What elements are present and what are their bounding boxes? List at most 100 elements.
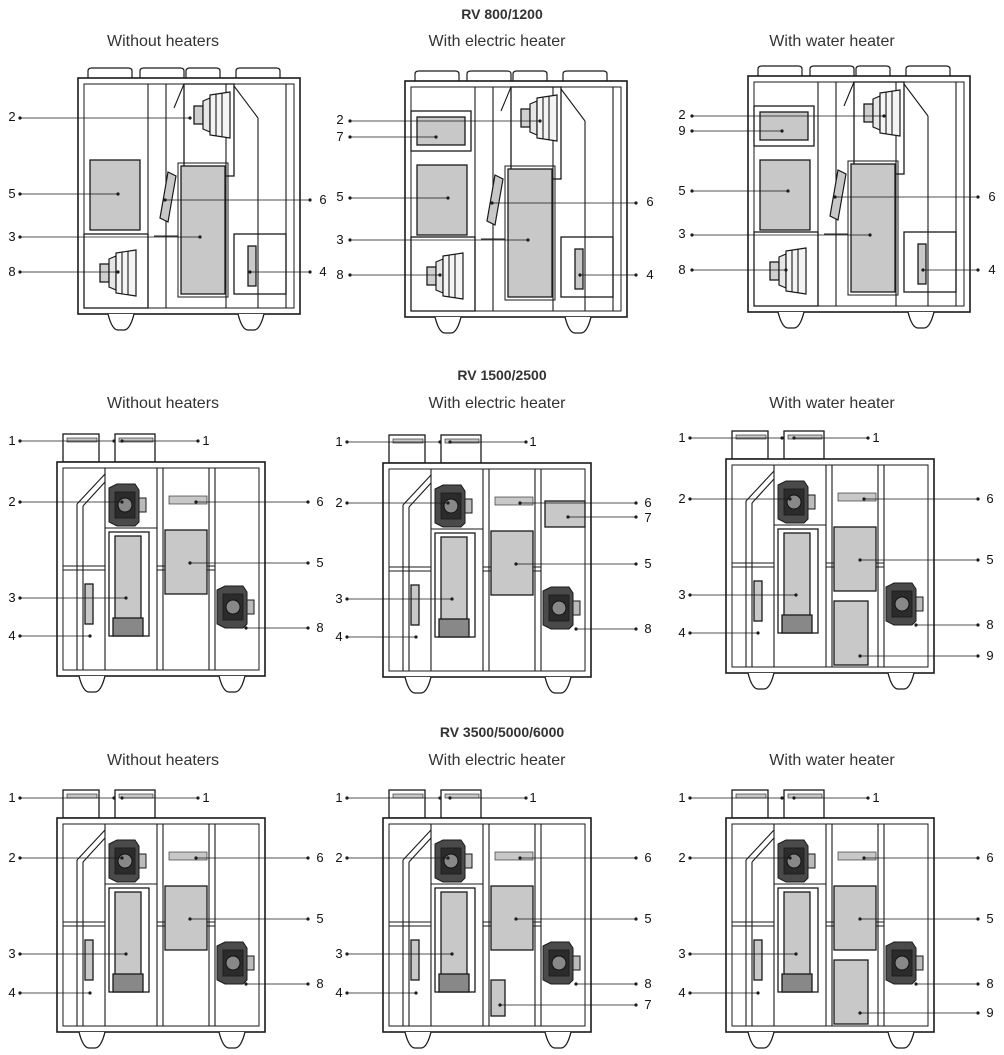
leader-dot: [921, 268, 925, 272]
leader-dot: [18, 192, 22, 196]
duct-collar: [855, 65, 891, 76]
leader-dot: [18, 856, 22, 860]
electric-heater: [544, 500, 586, 528]
callout-number: 6: [644, 495, 652, 510]
leader-dot: [690, 189, 694, 193]
leader-dot: [306, 561, 310, 565]
leader-dot: [756, 991, 760, 995]
leader-dot: [780, 796, 784, 800]
duct-collar: [757, 65, 803, 76]
leader-dot: [524, 796, 528, 800]
unit-casing: [725, 458, 935, 674]
extract-fan: [551, 600, 567, 616]
leader-dot: [120, 796, 124, 800]
callout-number: 1: [335, 790, 343, 805]
fan-chamber: [753, 231, 819, 307]
leader-dot: [188, 561, 192, 565]
unit-inner-wall: [731, 464, 929, 668]
callout-number: 8: [986, 617, 994, 632]
callout-number: 3: [8, 590, 16, 605]
callout-number: 1: [678, 430, 686, 445]
unit-casing: [56, 817, 266, 1033]
leader-dot: [112, 439, 116, 443]
leader-dot: [450, 952, 454, 956]
extract-fan: [894, 596, 910, 612]
unit-casing: [382, 817, 592, 1033]
callout-number: 6: [986, 850, 994, 865]
leader-dot: [976, 982, 980, 986]
chamber: [560, 236, 614, 298]
filter-6: [168, 495, 208, 505]
section-title: RV 800/1200: [461, 6, 543, 22]
callout-number: 5: [644, 911, 652, 926]
leader-dot: [976, 268, 980, 272]
electric-heater: [490, 979, 506, 1017]
heat-exchanger-frame: [847, 160, 899, 296]
fan-chamber: [83, 233, 149, 309]
extract-fan: [915, 955, 924, 971]
leader-dot: [794, 593, 798, 597]
callout-number: 3: [336, 232, 344, 247]
water-heater: [759, 111, 809, 141]
callout-number: 4: [319, 264, 327, 279]
supply-fan: [807, 853, 816, 869]
filter-5: [833, 885, 877, 951]
callout-number: 4: [988, 262, 996, 277]
leader-dot: [858, 558, 862, 562]
leader-dot: [634, 562, 638, 566]
support-foot: [78, 1031, 106, 1049]
supply-fan: [879, 89, 901, 137]
callout-number: 5: [986, 911, 994, 926]
heat-exchanger: [114, 535, 142, 629]
callout-number: 3: [335, 946, 343, 961]
callout-number: 3: [8, 229, 16, 244]
unit-inner-wall: [62, 823, 260, 1027]
leader-dot: [756, 631, 760, 635]
extract-fan: [115, 249, 137, 297]
leader-dot: [345, 952, 349, 956]
leader-dot: [574, 982, 578, 986]
duct-collar: [466, 70, 512, 81]
callout-number: 8: [644, 621, 652, 636]
leader-dot: [688, 796, 692, 800]
panel-title: With water heater: [769, 33, 895, 50]
condensate-tray: [781, 973, 813, 993]
leader-dot: [88, 634, 92, 638]
supply-fan: [536, 94, 558, 142]
callout-number: 5: [8, 186, 16, 201]
leader-dot: [976, 623, 980, 627]
leader-dot: [306, 626, 310, 630]
extract-fan: [572, 600, 581, 616]
duct-gasket: [118, 437, 154, 443]
supply-fan: [138, 497, 147, 513]
leader-dot: [690, 129, 694, 133]
leader-dot: [116, 192, 120, 196]
fan-chamber: [410, 236, 476, 312]
leader-dot: [862, 856, 866, 860]
leader-dot: [858, 917, 862, 921]
leader-dot: [18, 235, 22, 239]
leader-dot: [116, 270, 120, 274]
leader-dot: [434, 135, 438, 139]
leader-dot: [976, 654, 980, 658]
leader-dot: [306, 500, 310, 504]
callout-number: 4: [335, 629, 343, 644]
bypass-damper: [402, 474, 432, 506]
filter-4: [917, 243, 927, 285]
heat-exchanger: [114, 891, 142, 985]
leader-dot: [634, 856, 638, 860]
leader-dot: [345, 440, 349, 444]
supply-fan: [117, 497, 133, 513]
condensate-tray: [112, 617, 144, 637]
bypass-damper: [745, 470, 775, 502]
callout-number: 5: [644, 556, 652, 571]
callout-number: 8: [8, 264, 16, 279]
extract-fan: [426, 266, 437, 286]
unit-inner-wall: [388, 468, 586, 672]
supply-fan: [193, 105, 204, 125]
leader-dot: [308, 198, 312, 202]
leader-dot: [345, 597, 349, 601]
callout-number: 3: [335, 591, 343, 606]
filter-4: [84, 583, 94, 625]
